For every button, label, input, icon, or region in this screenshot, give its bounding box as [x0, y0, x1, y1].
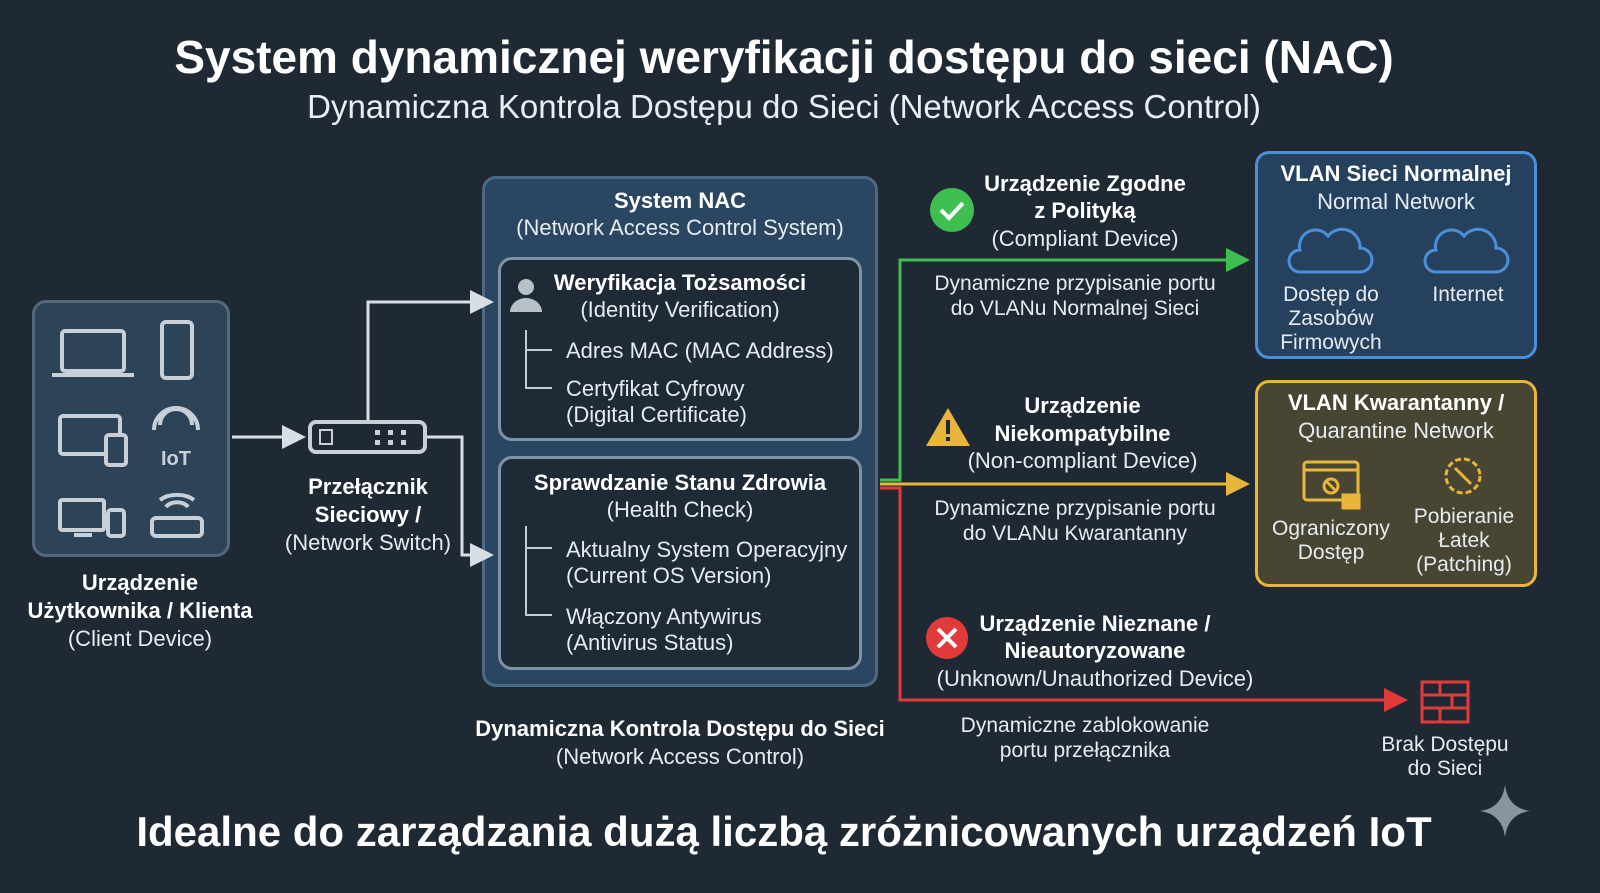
- quarantine-vlan-box: [1255, 380, 1537, 587]
- compliant-title-1: Urządzenie Zgodne: [984, 171, 1186, 196]
- health-subtitle: (Health Check): [606, 497, 754, 522]
- normal-res-1b: Zasobów: [1288, 307, 1374, 330]
- health-item-os-en: (Current OS Version): [566, 563, 772, 588]
- quarantine-res-2a: Pobieranie: [1413, 505, 1515, 528]
- patching-gear-icon: [1444, 457, 1482, 495]
- switch-title-1: Przełącznik: [308, 474, 428, 499]
- identity-verification-box: [498, 257, 862, 441]
- client-title-1: Urządzenie: [81, 570, 199, 595]
- nac-caption-1: Dynamiczna Kontrola Dostępu do Sieci: [475, 716, 885, 741]
- phone-icon: [160, 320, 194, 380]
- normal-res-internet: Internet: [1432, 283, 1504, 306]
- wifi-router-icon: [158, 492, 196, 509]
- identity-item-mac: Adres MAC (MAC Address): [566, 338, 834, 363]
- client-title-2: Użytkownika / Klienta: [27, 598, 253, 623]
- restricted-access-icon: [1302, 460, 1361, 510]
- quarantine-vlan-title: VLAN Kwarantanny /: [1287, 390, 1505, 415]
- switch-subtitle: (Network Switch): [284, 530, 452, 555]
- normal-res-1a: Dostęp do: [1283, 283, 1379, 306]
- check-icon: [930, 188, 974, 232]
- compliant-title-2: z Polityką: [1034, 198, 1136, 223]
- switch-title-2: Sieciowy /: [314, 502, 422, 527]
- compliant-action-2: do VLANu Normalnej Sieci: [950, 297, 1200, 320]
- network-switch-icon: [308, 420, 427, 454]
- noncompliant-action-1: Dynamiczne przypisanie portu: [934, 497, 1216, 520]
- page-subtitle: Dynamiczna Kontrola Dostępu do Sieci (Ne…: [307, 88, 1261, 125]
- health-item-os: Aktualny System Operacyjny: [566, 537, 848, 562]
- unknown-title-2: Nieautoryzowane: [1004, 638, 1186, 663]
- nac-title: System NAC: [613, 188, 747, 213]
- quarantine-res-1b: Dostęp: [1297, 541, 1365, 564]
- sparkle-icon: [1480, 785, 1530, 837]
- compliant-action-1: Dynamiczne przypisanie portu: [934, 272, 1216, 295]
- identity-subtitle: (Identity Verification): [580, 297, 780, 322]
- noncompliant-title-2: Niekompatybilne: [994, 421, 1171, 446]
- identity-item-cert-en: (Digital Certificate): [566, 402, 747, 427]
- noncompliant-action-2: do VLANu Kwarantanny: [962, 522, 1188, 545]
- client-device-icons: [52, 320, 204, 538]
- client-subtitle: (Client Device): [67, 626, 213, 651]
- connector-arrows: [232, 248, 1408, 712]
- quarantine-vlan-subtitle: Quarantine Network: [1298, 418, 1494, 443]
- identity-title: Weryfikacja Tożsamości: [553, 270, 807, 295]
- noncompliant-subtitle: (Non-compliant Device): [967, 448, 1198, 473]
- warning-icon: [926, 408, 970, 446]
- unknown-action-1: Dynamiczne zablokowanie: [960, 714, 1210, 737]
- identity-item-cert: Certyfikat Cyfrowy: [566, 376, 745, 401]
- quarantine-res-2c: (Patching): [1416, 553, 1512, 576]
- nac-subtitle: (Network Access Control System): [516, 215, 844, 240]
- unknown-subtitle: (Unknown/Unauthorized Device): [936, 666, 1254, 691]
- iot-label: IoT: [161, 448, 191, 470]
- unknown-action-2: portu przełącznika: [999, 739, 1171, 762]
- firewall-icon: [1420, 680, 1470, 724]
- blocked-line-2: do Sieci: [1407, 757, 1483, 780]
- compliant-subtitle: (Compliant Device): [991, 226, 1179, 251]
- nac-caption-2: (Network Access Control): [555, 744, 805, 769]
- blocked-line-1: Brak Dostępu: [1381, 733, 1509, 756]
- user-icon: [510, 279, 542, 312]
- health-check-box: [498, 456, 862, 670]
- health-item-av: Włączony Antywirus: [566, 604, 762, 629]
- normal-vlan-box: [1255, 151, 1537, 359]
- footer-tagline: Idealne do zarządzania dużą liczbą zróżn…: [136, 808, 1432, 855]
- iot-icon: [152, 406, 200, 431]
- identity-branch-lines: [525, 330, 552, 616]
- normal-vlan-title: VLAN Sieci Normalnej: [1280, 161, 1512, 186]
- desktop-icon: [58, 498, 106, 532]
- noncompliant-title-1: Urządzenie: [1024, 393, 1141, 418]
- health-title: Sprawdzanie Stanu Zdrowia: [533, 470, 827, 495]
- quarantine-res-2b: Łatek: [1438, 529, 1490, 552]
- page-title: System dynamicznej weryfikacji dostępu d…: [174, 31, 1394, 83]
- normal-vlan-subtitle: Normal Network: [1317, 189, 1475, 214]
- error-icon: [926, 617, 968, 659]
- cloud-icon: [1287, 227, 1510, 274]
- unknown-title-1: Urządzenie Nieznane /: [979, 611, 1211, 636]
- health-item-av-en: (Antivirus Status): [566, 630, 734, 655]
- normal-res-1c: Firmowych: [1280, 331, 1382, 354]
- laptop-icon: [60, 329, 126, 373]
- quarantine-res-1a: Ograniczony: [1272, 517, 1390, 540]
